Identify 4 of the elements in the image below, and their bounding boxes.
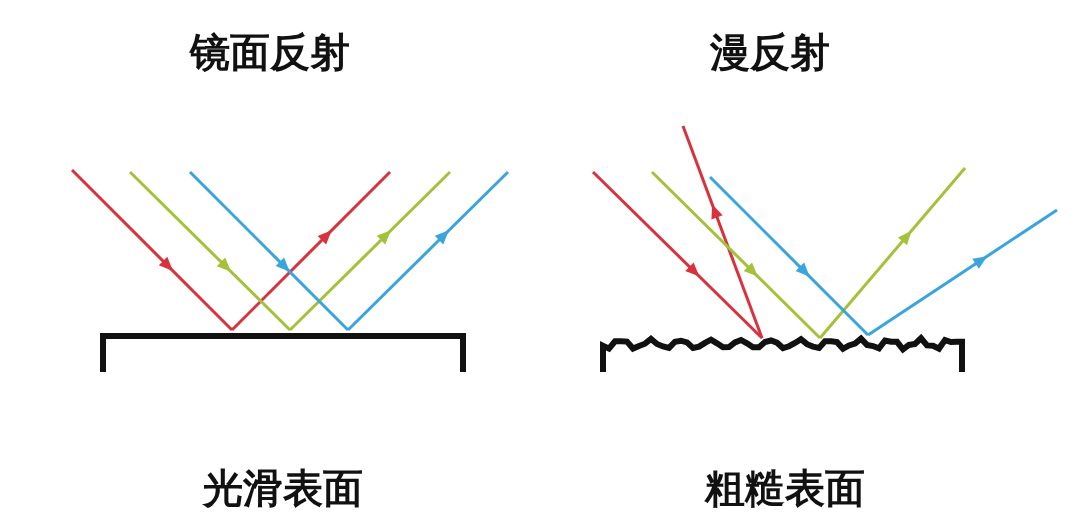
- surface-caption: 粗糙表面: [705, 466, 865, 510]
- surface-caption: 光滑表面: [203, 466, 363, 510]
- panel-heading: 漫反射: [710, 30, 830, 74]
- panel-heading: 镜面反射: [190, 30, 350, 74]
